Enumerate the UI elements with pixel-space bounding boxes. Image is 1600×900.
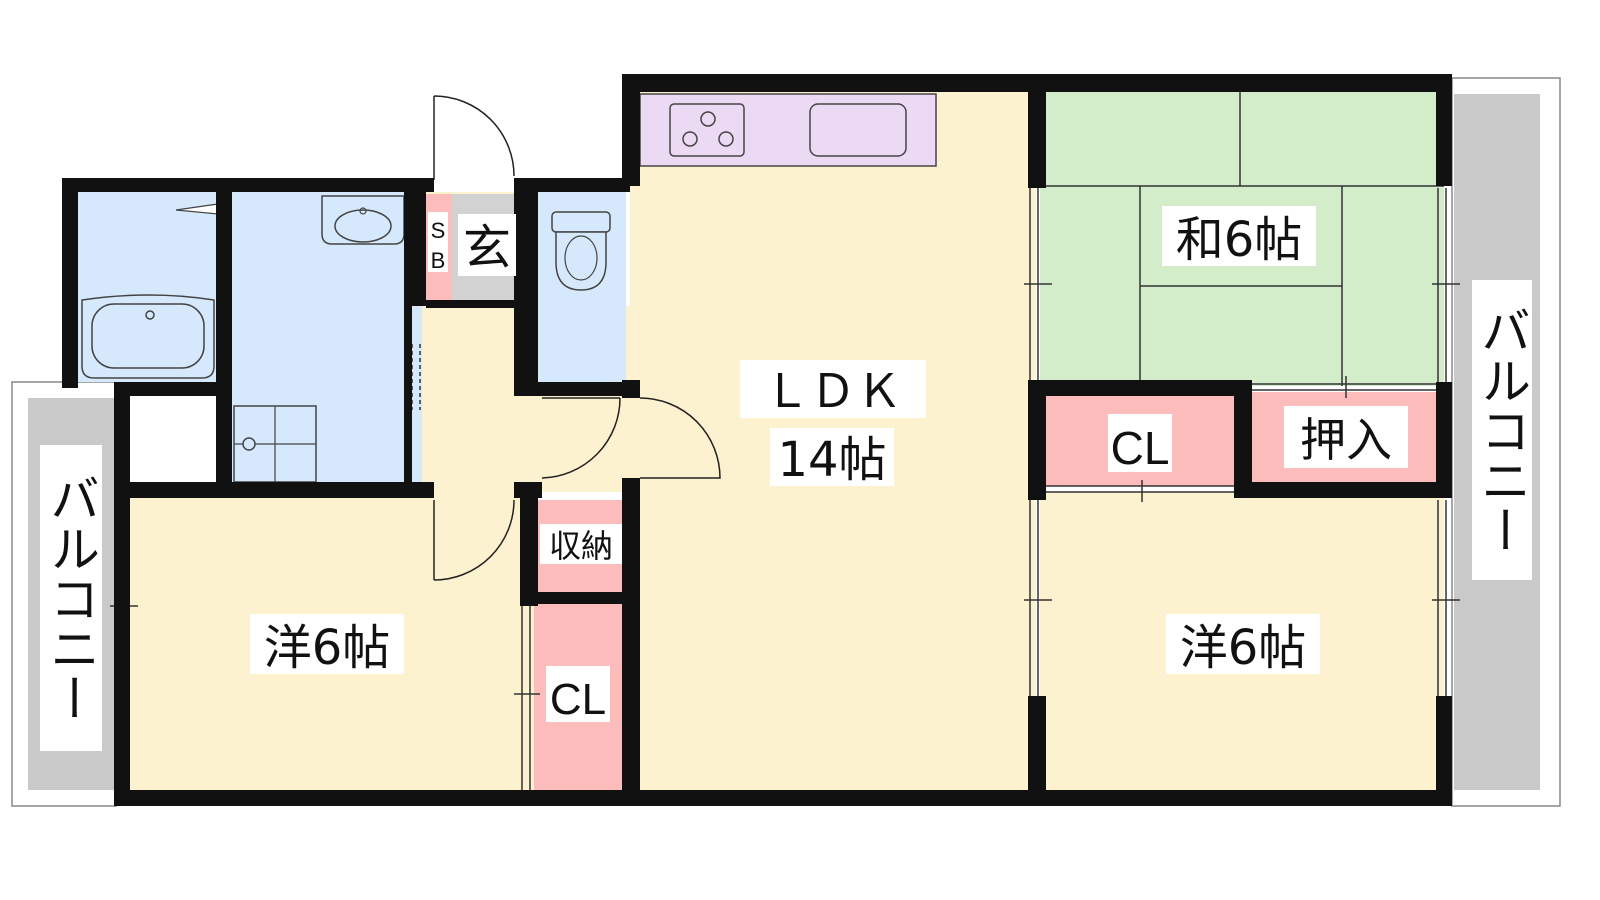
oshiire-label: 押入: [1300, 413, 1392, 467]
sink-icon: [809, 103, 907, 157]
kitchen-counter: [639, 93, 937, 167]
room-labels: ＬＤＫ 14帖 和6帖 洋6帖 洋6帖 CL 押入 CL 収納 玄 S B バル…: [42, 206, 1531, 724]
wash-basin-icon: [321, 195, 405, 245]
balcony-right-label: バルコニー: [1473, 305, 1531, 555]
stove-burner-icon: [718, 131, 734, 147]
storage-top-strip: [534, 492, 626, 500]
balcony-right: [1451, 77, 1561, 807]
ldk-label: ＬＤＫ: [764, 364, 902, 418]
storage-label: 収納: [549, 527, 613, 565]
entrance-label: 玄: [463, 220, 511, 276]
door-swings: [433, 95, 721, 581]
ldk-size-label: 14帖: [777, 432, 886, 488]
stove-burner-icon: [682, 131, 698, 147]
closet-left-label: CL: [550, 675, 606, 724]
toilet-icon: [551, 211, 611, 291]
shoebox-label-s: S: [431, 218, 446, 243]
washitsu-label: 和6帖: [1176, 212, 1303, 268]
shoebox-label-b: B: [431, 248, 446, 273]
closet-mid-label: CL: [1111, 422, 1170, 474]
utility-white: [128, 392, 220, 486]
yoshitsu-left-label: 洋6帖: [264, 620, 391, 676]
balcony-left: [11, 381, 117, 807]
yoshitsu-right-label: 洋6帖: [1180, 620, 1307, 676]
walls: [62, 74, 1452, 806]
balcony-left-label: バルコニー: [42, 473, 100, 723]
stove-burner-icon: [700, 111, 716, 127]
washing-machine-pan-icon: [233, 405, 317, 483]
